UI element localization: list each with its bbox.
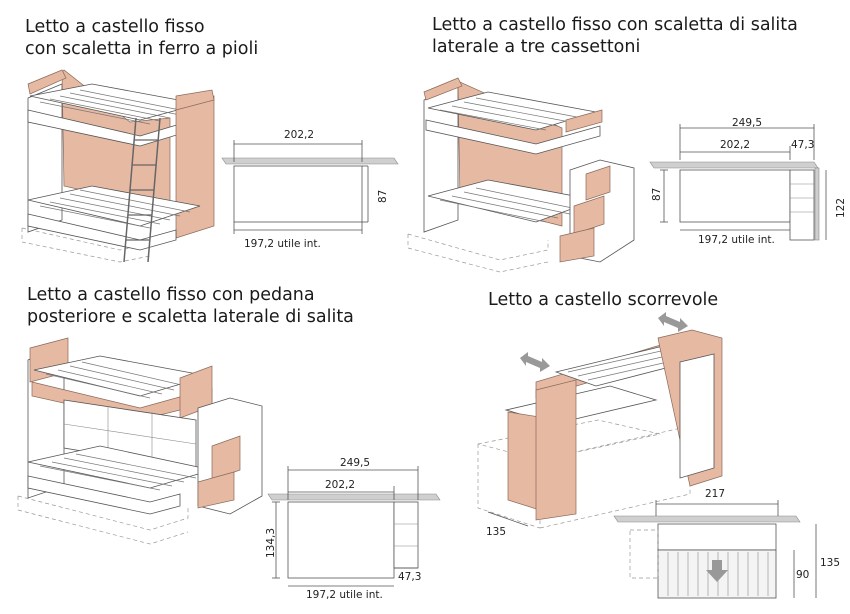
bunk-bed-iron-ladder-illustration [21, 69, 215, 263]
dim-inner-197: 197,2 utile int. [306, 589, 383, 601]
title-sliding: Letto a castello scorrevole [488, 289, 718, 311]
title-line: Letto a castello fisso con scaletta di s… [432, 15, 798, 35]
dim-height-134: 134,3 [265, 528, 277, 558]
dim-step-47: 47,3 [791, 139, 814, 151]
dim-low-90: 90 [796, 569, 809, 581]
dim-depth-135: 135 [486, 526, 506, 538]
dim-width-202: 202,2 [720, 139, 750, 151]
dim-height-87: 87 [377, 190, 389, 203]
title-line: Letto a castello fisso con pedana [27, 285, 315, 305]
title-fixed-iron-ladder: Letto a castello fisso con scaletta in f… [25, 16, 258, 60]
dim-height-87: 87 [651, 188, 663, 201]
dimension-plan-4: 135 217 90 135 [486, 488, 840, 599]
sliding-bunk-bed-illustration [477, 312, 723, 529]
title-line: con scaletta in ferro a pioli [25, 39, 259, 59]
bunk-bed-side-steps-illustration [407, 77, 635, 273]
dim-inner-197: 197,2 utile int. [244, 238, 321, 250]
dim-width-202: 202,2 [284, 129, 314, 141]
title-line: Letto a castello fisso [25, 17, 205, 37]
dim-total-249: 249,5 [732, 117, 762, 129]
dim-step-height-122: 122 [835, 198, 847, 218]
bunk-bed-platform-illustration [17, 337, 263, 545]
title-fixed-side-steps: Letto a castello fisso con scaletta di s… [432, 14, 798, 58]
dimension-plan-3: 249,5 202,2 134,3 47,3 197,2 utile int. [265, 457, 441, 601]
title-fixed-platform: Letto a castello fisso con pedana poster… [27, 284, 354, 328]
dim-total-249: 249,5 [340, 457, 370, 469]
dimension-plan-1: 202,2 87 197,2 utile int. [221, 129, 399, 250]
title-line: posteriore e scaletta laterale di salita [27, 307, 354, 327]
title-line: Letto a castello scorrevole [488, 290, 719, 310]
title-line: laterale a tre cassettoni [432, 37, 641, 57]
dim-width-217: 217 [705, 488, 725, 500]
dim-step-47: 47,3 [398, 571, 421, 583]
dimension-plan-2: 249,5 202,2 47,3 87 122 197,2 utile int. [649, 117, 847, 246]
dim-inner-197: 197,2 utile int. [698, 234, 775, 246]
dim-high-135: 135 [820, 557, 840, 569]
dim-width-202: 202,2 [325, 479, 355, 491]
